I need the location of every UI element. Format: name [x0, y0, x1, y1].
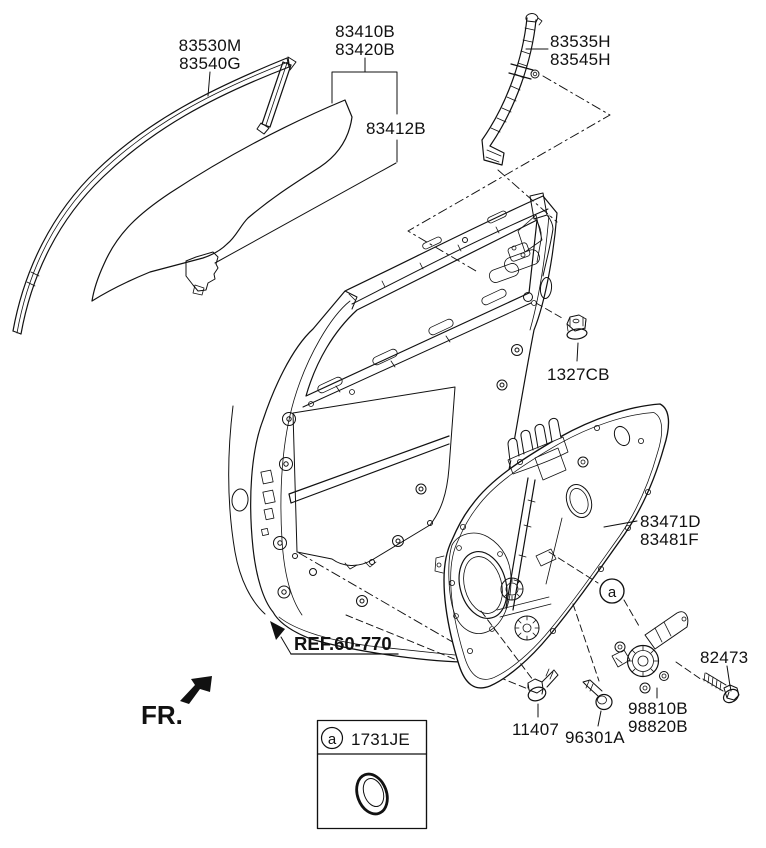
label-83412B: 83412B: [366, 119, 426, 138]
callout-a-text: a: [608, 584, 617, 601]
ref-label: REF.60-770: [294, 633, 392, 654]
glass-label-bracket: [207, 57, 398, 264]
label-83471D: 83471D: [640, 512, 701, 531]
fr-arrow-icon: [180, 676, 212, 704]
door-inner-panel-drawing: [228, 192, 558, 663]
fr-label: FR.: [141, 700, 183, 730]
channel-install-path-dashed: [407, 75, 611, 272]
label-11407: 11407: [512, 720, 559, 739]
label-98820B: 98820B: [628, 717, 688, 736]
label-83535H: 83535H: [550, 32, 611, 51]
module-bosses: [448, 424, 652, 655]
label-83540G: 83540G: [179, 54, 241, 73]
module-align-dashed: [298, 552, 464, 649]
label-83420B: 83420B: [335, 40, 395, 59]
motor-bolt-dashed: [675, 661, 703, 681]
label-83545H: 83545H: [550, 50, 611, 69]
window-glass-drawing: [91, 99, 353, 302]
bolt-82473-drawing: [702, 665, 740, 704]
fr-indicator: FR.: [141, 676, 212, 730]
ref-callout: REF.60-770: [270, 621, 399, 655]
part-labels: 83530M 83540G 83410B 83420B 83412B 83535…: [179, 22, 748, 747]
label-1327CB: 1327CB: [547, 365, 610, 384]
module-panel-drawing: [434, 403, 670, 689]
callout-a: a: [548, 551, 640, 627]
legend-part-number: 1731JE: [351, 730, 410, 749]
legend-callout-text: a: [328, 731, 337, 748]
label-83410B: 83410B: [335, 22, 395, 41]
cable-guide-bracket: [507, 417, 569, 481]
label-98810B: 98810B: [628, 699, 688, 718]
screw-align-dashed: [345, 614, 529, 690]
glass-grip-clip: [185, 251, 219, 296]
window-motor-drawing: [611, 611, 689, 699]
label-96301A: 96301A: [565, 728, 625, 747]
screw-11407-drawing: [480, 610, 559, 718]
grommet-drawing: [355, 772, 389, 816]
division-channel-drawing: [481, 13, 549, 166]
door-holes: [273, 237, 523, 607]
label-83481F: 83481F: [640, 530, 699, 549]
nut-drawing: [535, 302, 588, 362]
label-82473: 82473: [700, 648, 748, 667]
label-83530M: 83530M: [179, 36, 242, 55]
screw-96301A-drawing: [572, 603, 613, 727]
legend-box: a 1731JE: [316, 719, 428, 830]
door-window-run-drawing: [12, 56, 297, 335]
